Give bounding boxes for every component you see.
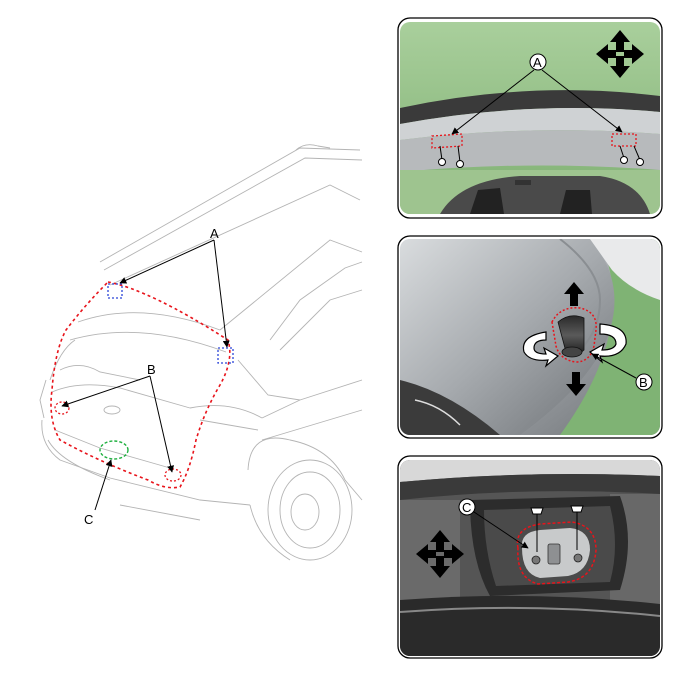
stopper-marker-b-right: [164, 468, 182, 482]
up-arrow-icon: [564, 282, 584, 306]
leader-lines: [61, 239, 230, 511]
panel-tailgate-striker: C: [397, 455, 663, 659]
striker-marker-c: [99, 440, 129, 460]
callout-badge-a: [529, 53, 547, 71]
four-way-move-arrows-icon: [416, 530, 464, 578]
panel-tailgate-hinge-mounts: A: [397, 17, 663, 219]
four-way-move-arrows-icon: [596, 30, 644, 78]
down-arrow-icon: [566, 372, 586, 396]
callout-badge-c: [458, 498, 476, 516]
callout-badge-b: [635, 373, 653, 391]
stopper-marker-b-left: [54, 401, 70, 415]
callout-label-b: B: [147, 362, 156, 377]
callout-label-a: A: [210, 226, 219, 241]
mount-marker-a-left: [107, 283, 123, 299]
callout-label-c: C: [84, 512, 93, 527]
mount-marker-a-right: [217, 347, 234, 364]
panel-label-a: A: [533, 55, 542, 70]
panel-tailgate-stopper: B: [397, 235, 663, 439]
panel-label-c: C: [462, 500, 471, 515]
rotate-arrows-icon: [522, 323, 627, 368]
vehicle-line-drawing: [39, 144, 363, 561]
panel-label-b: B: [639, 375, 648, 390]
